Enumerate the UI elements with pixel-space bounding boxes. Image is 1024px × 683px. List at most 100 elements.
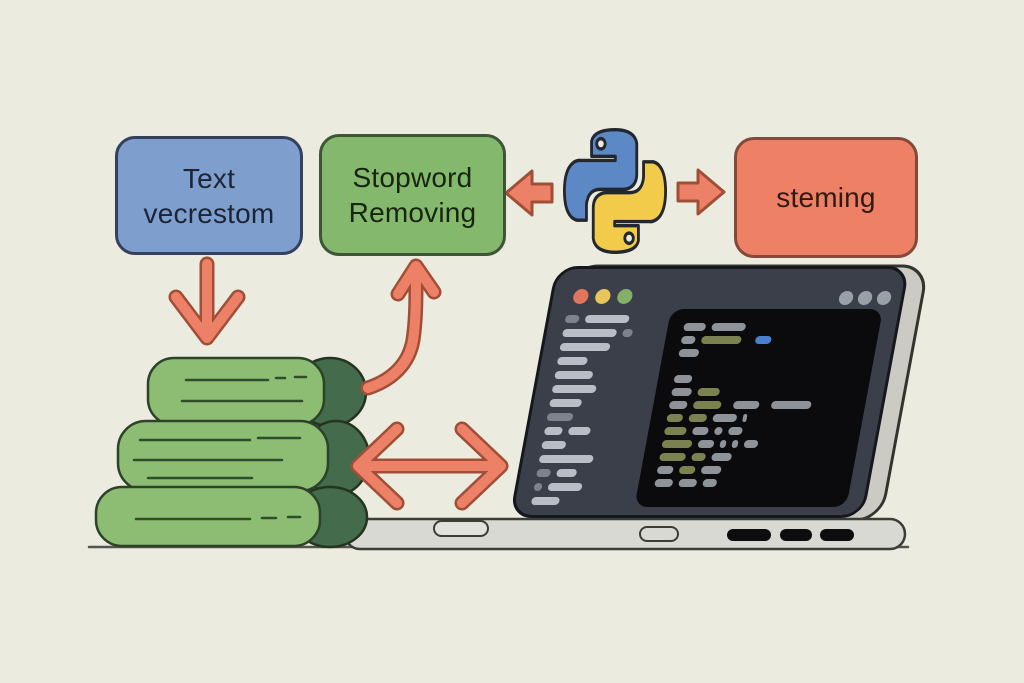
code-token <box>727 427 744 435</box>
code-token <box>682 323 707 331</box>
code-token <box>661 440 693 448</box>
sidebar-item-bar <box>554 371 594 379</box>
code-line <box>661 440 858 448</box>
code-token <box>700 466 722 474</box>
box-stemming-label: steming <box>776 182 876 213</box>
arrow-books-to-stopword-removing <box>360 258 442 396</box>
code-token <box>710 323 747 331</box>
code-token <box>658 453 687 461</box>
code-token <box>770 401 812 409</box>
code-token <box>732 401 760 409</box>
sidebar-row <box>546 413 647 421</box>
code-token <box>700 336 743 344</box>
code-token <box>668 401 688 409</box>
sidebar-row <box>535 469 637 477</box>
sidebar-item-bar <box>555 469 578 477</box>
arrow-text-vectorization-to-books <box>168 256 246 346</box>
code-line <box>673 375 870 383</box>
code-token <box>654 479 674 487</box>
code-token <box>656 466 674 474</box>
sidebar-item-bar <box>621 329 634 337</box>
code-line <box>668 401 865 409</box>
laptop-screen-frame <box>509 266 910 518</box>
laptop-base <box>343 517 907 551</box>
code-token <box>678 479 698 487</box>
code-token <box>670 388 693 396</box>
sidebar-row <box>530 497 632 505</box>
laptop-hinge-notch <box>433 520 489 537</box>
code-line <box>654 479 851 487</box>
sidebar-row <box>554 371 655 379</box>
sidebar-item-bar <box>538 455 594 463</box>
editor-code-panel <box>634 309 884 507</box>
code-token <box>754 336 773 344</box>
code-token <box>690 453 707 461</box>
box-stopword-removing: Stopword Removing <box>319 134 506 256</box>
sidebar-row <box>559 343 660 351</box>
code-line <box>670 388 868 396</box>
book-page-lines <box>132 375 308 521</box>
code-line <box>676 362 873 370</box>
sidebar-item-bar <box>535 469 552 477</box>
code-token <box>678 349 700 357</box>
book-stack <box>94 356 371 549</box>
box-text-vectorization: Text vecrestom <box>115 136 303 255</box>
window-zoom-dot <box>615 289 634 304</box>
box-text-vectorization-label: Text vecrestom <box>143 162 275 229</box>
code-token <box>680 336 697 344</box>
sidebar-item-bar <box>541 441 567 449</box>
arrow-books-laptop-bidirectional <box>350 421 509 511</box>
code-token <box>663 427 688 435</box>
arrow-python-to-stemming <box>676 168 726 216</box>
code-token <box>697 440 715 448</box>
laptop-trackpad <box>639 526 679 542</box>
code-token <box>692 401 722 409</box>
sidebar-row <box>543 427 645 435</box>
sidebar-item-bar <box>547 483 583 491</box>
code-line <box>678 349 875 357</box>
code-line <box>656 466 853 474</box>
code-token <box>710 453 733 461</box>
box-stopword-removing-label: Stopword Removing <box>348 162 477 228</box>
code-token <box>731 440 739 448</box>
laptop-lid <box>509 266 910 518</box>
code-line <box>666 414 863 422</box>
code-token <box>688 414 708 422</box>
code-token <box>742 414 748 422</box>
window-menu-dot <box>837 291 855 305</box>
window-menu-dot <box>875 291 893 305</box>
code-token <box>712 414 738 422</box>
sidebar-row <box>561 329 663 337</box>
sidebar-row <box>564 315 665 323</box>
sidebar-row <box>541 441 642 449</box>
laptop-vent-slots <box>727 529 854 541</box>
code-token <box>713 427 724 435</box>
sidebar-item-bar <box>567 427 592 435</box>
window-close-dot <box>571 289 590 304</box>
code-token <box>678 466 696 474</box>
code-token <box>673 375 693 383</box>
sidebar-item-bar <box>556 357 589 365</box>
code-line <box>680 336 878 344</box>
box-stemming: steming <box>734 137 918 258</box>
sidebar-item-bar <box>584 315 630 323</box>
python-logo-icon <box>563 128 667 254</box>
sidebar-item-bar <box>561 329 618 337</box>
sidebar-item-bar <box>546 413 574 421</box>
sidebar-item-bar <box>530 497 561 505</box>
window-menu-dot <box>856 291 874 305</box>
sidebar-item-bar <box>551 385 597 393</box>
window-minimize-dot <box>593 289 612 304</box>
sidebar-row <box>556 357 658 365</box>
sidebar-item-bar <box>559 343 611 351</box>
code-token <box>702 479 718 487</box>
code-token <box>666 414 684 422</box>
sidebar-item-bar <box>543 427 564 435</box>
code-token <box>743 440 759 448</box>
sidebar-row <box>551 385 652 393</box>
sidebar-item-bar <box>548 399 583 407</box>
code-lines <box>654 323 880 487</box>
arrow-python-to-stopword-removing <box>504 169 554 217</box>
code-line <box>682 323 880 331</box>
